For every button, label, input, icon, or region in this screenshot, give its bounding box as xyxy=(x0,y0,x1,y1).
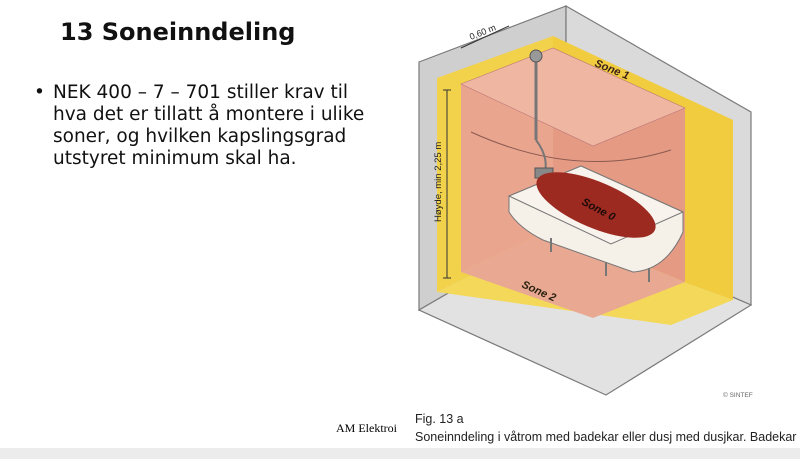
width-dimension-line xyxy=(460,25,510,49)
zone-1-top-edge xyxy=(460,47,686,147)
height-dimension-label: Høyde, min 2,25 m xyxy=(433,142,444,222)
bathroom-zone-figure: 0,60 m Høyde, min 2,25 m Sone 1 Sone 0 S… xyxy=(401,0,800,448)
sintef-credit: © SINTEF xyxy=(723,391,753,399)
slide-title: 13 Soneinndeling xyxy=(60,18,296,46)
figure-label: Fig. 13 a xyxy=(415,412,464,426)
footer-text: AM Elektroi xyxy=(336,421,397,435)
bullet-point: • NEK 400 – 7 – 701 stiller krav til hva… xyxy=(34,82,384,170)
shower-head xyxy=(529,49,543,63)
figure-caption: Soneinndeling i våtrom med badekar eller… xyxy=(415,430,797,444)
zone-0-tub-interior xyxy=(536,172,656,238)
bullet-marker: • xyxy=(34,82,45,103)
bullet-text: NEK 400 – 7 – 701 stiller krav til hva d… xyxy=(53,82,365,169)
zone-boundary-curve xyxy=(470,131,672,163)
zone-1-floor xyxy=(461,228,685,318)
bottom-strip xyxy=(0,448,800,459)
bathroom-zone-diagram: 0,60 m Høyde, min 2,25 m Sone 1 Sone 0 S… xyxy=(417,4,753,399)
